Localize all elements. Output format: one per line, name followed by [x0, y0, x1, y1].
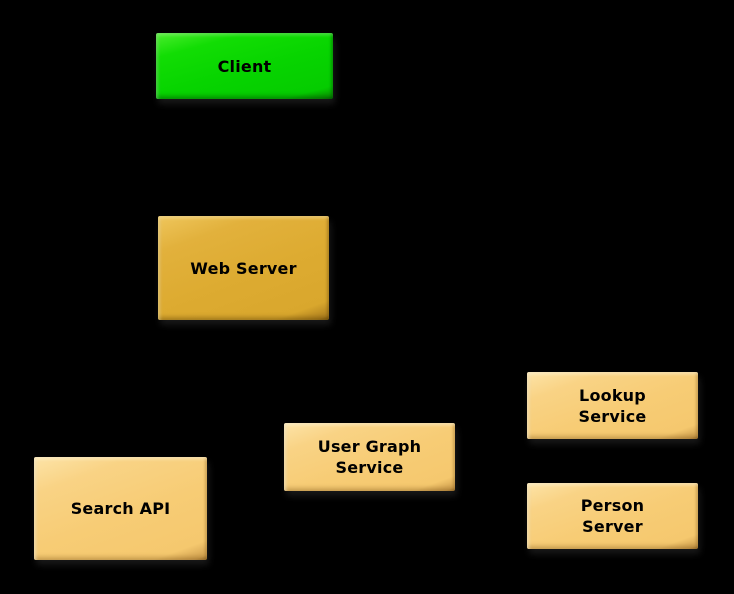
- node-user-graph-service: User Graph Service: [284, 423, 455, 491]
- node-lookup-service: Lookup Service: [527, 372, 698, 439]
- node-web-server-label: Web Server: [190, 258, 297, 278]
- node-lookup-service-label: Lookup Service: [578, 385, 647, 426]
- node-user-graph-service-label: User Graph Service: [317, 437, 422, 477]
- node-search-api-label: Search API: [70, 499, 171, 518]
- node-person-server-label: Person Server: [580, 496, 645, 536]
- node-search-api: Search API: [34, 457, 207, 560]
- node-client-label: Client: [217, 56, 272, 76]
- node-web-server: Web Server: [158, 216, 329, 320]
- node-client: Client: [156, 33, 333, 99]
- node-person-server: Person Server: [527, 483, 698, 549]
